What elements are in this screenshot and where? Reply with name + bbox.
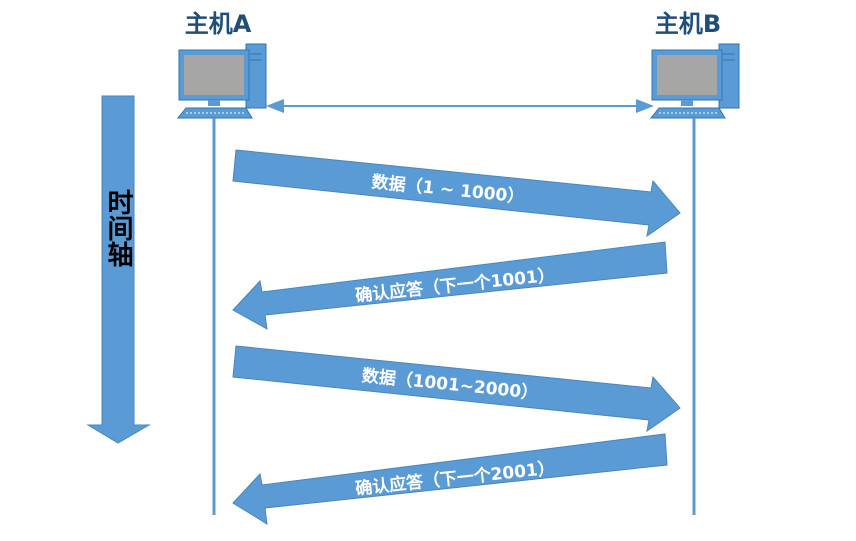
time-axis-arrow [86,95,151,444]
message-arrow: 确认应答（下一个2001） [232,433,668,525]
host-a: 主机A [176,10,267,515]
time-axis: 时间轴 [86,95,151,444]
host-b: 主机B [649,10,740,515]
computer-icon [649,43,740,119]
message-arrow: 确认应答（下一个1001） [232,241,668,330]
message-arrow: 数据（1 ~ 1000） [232,149,681,238]
message-arrow-shape [232,433,668,525]
host-a-title: 主机A [185,10,252,38]
message-arrow-shape [232,345,681,433]
connection-arrow [266,99,654,113]
message-arrow: 数据（1001~2000） [232,345,681,433]
computer-icon [176,43,267,119]
message-arrow-shape [232,149,681,238]
host-b-title: 主机B [655,10,721,38]
message-arrow-shape [232,241,668,330]
time-axis-label: 时间轴 [103,189,133,267]
